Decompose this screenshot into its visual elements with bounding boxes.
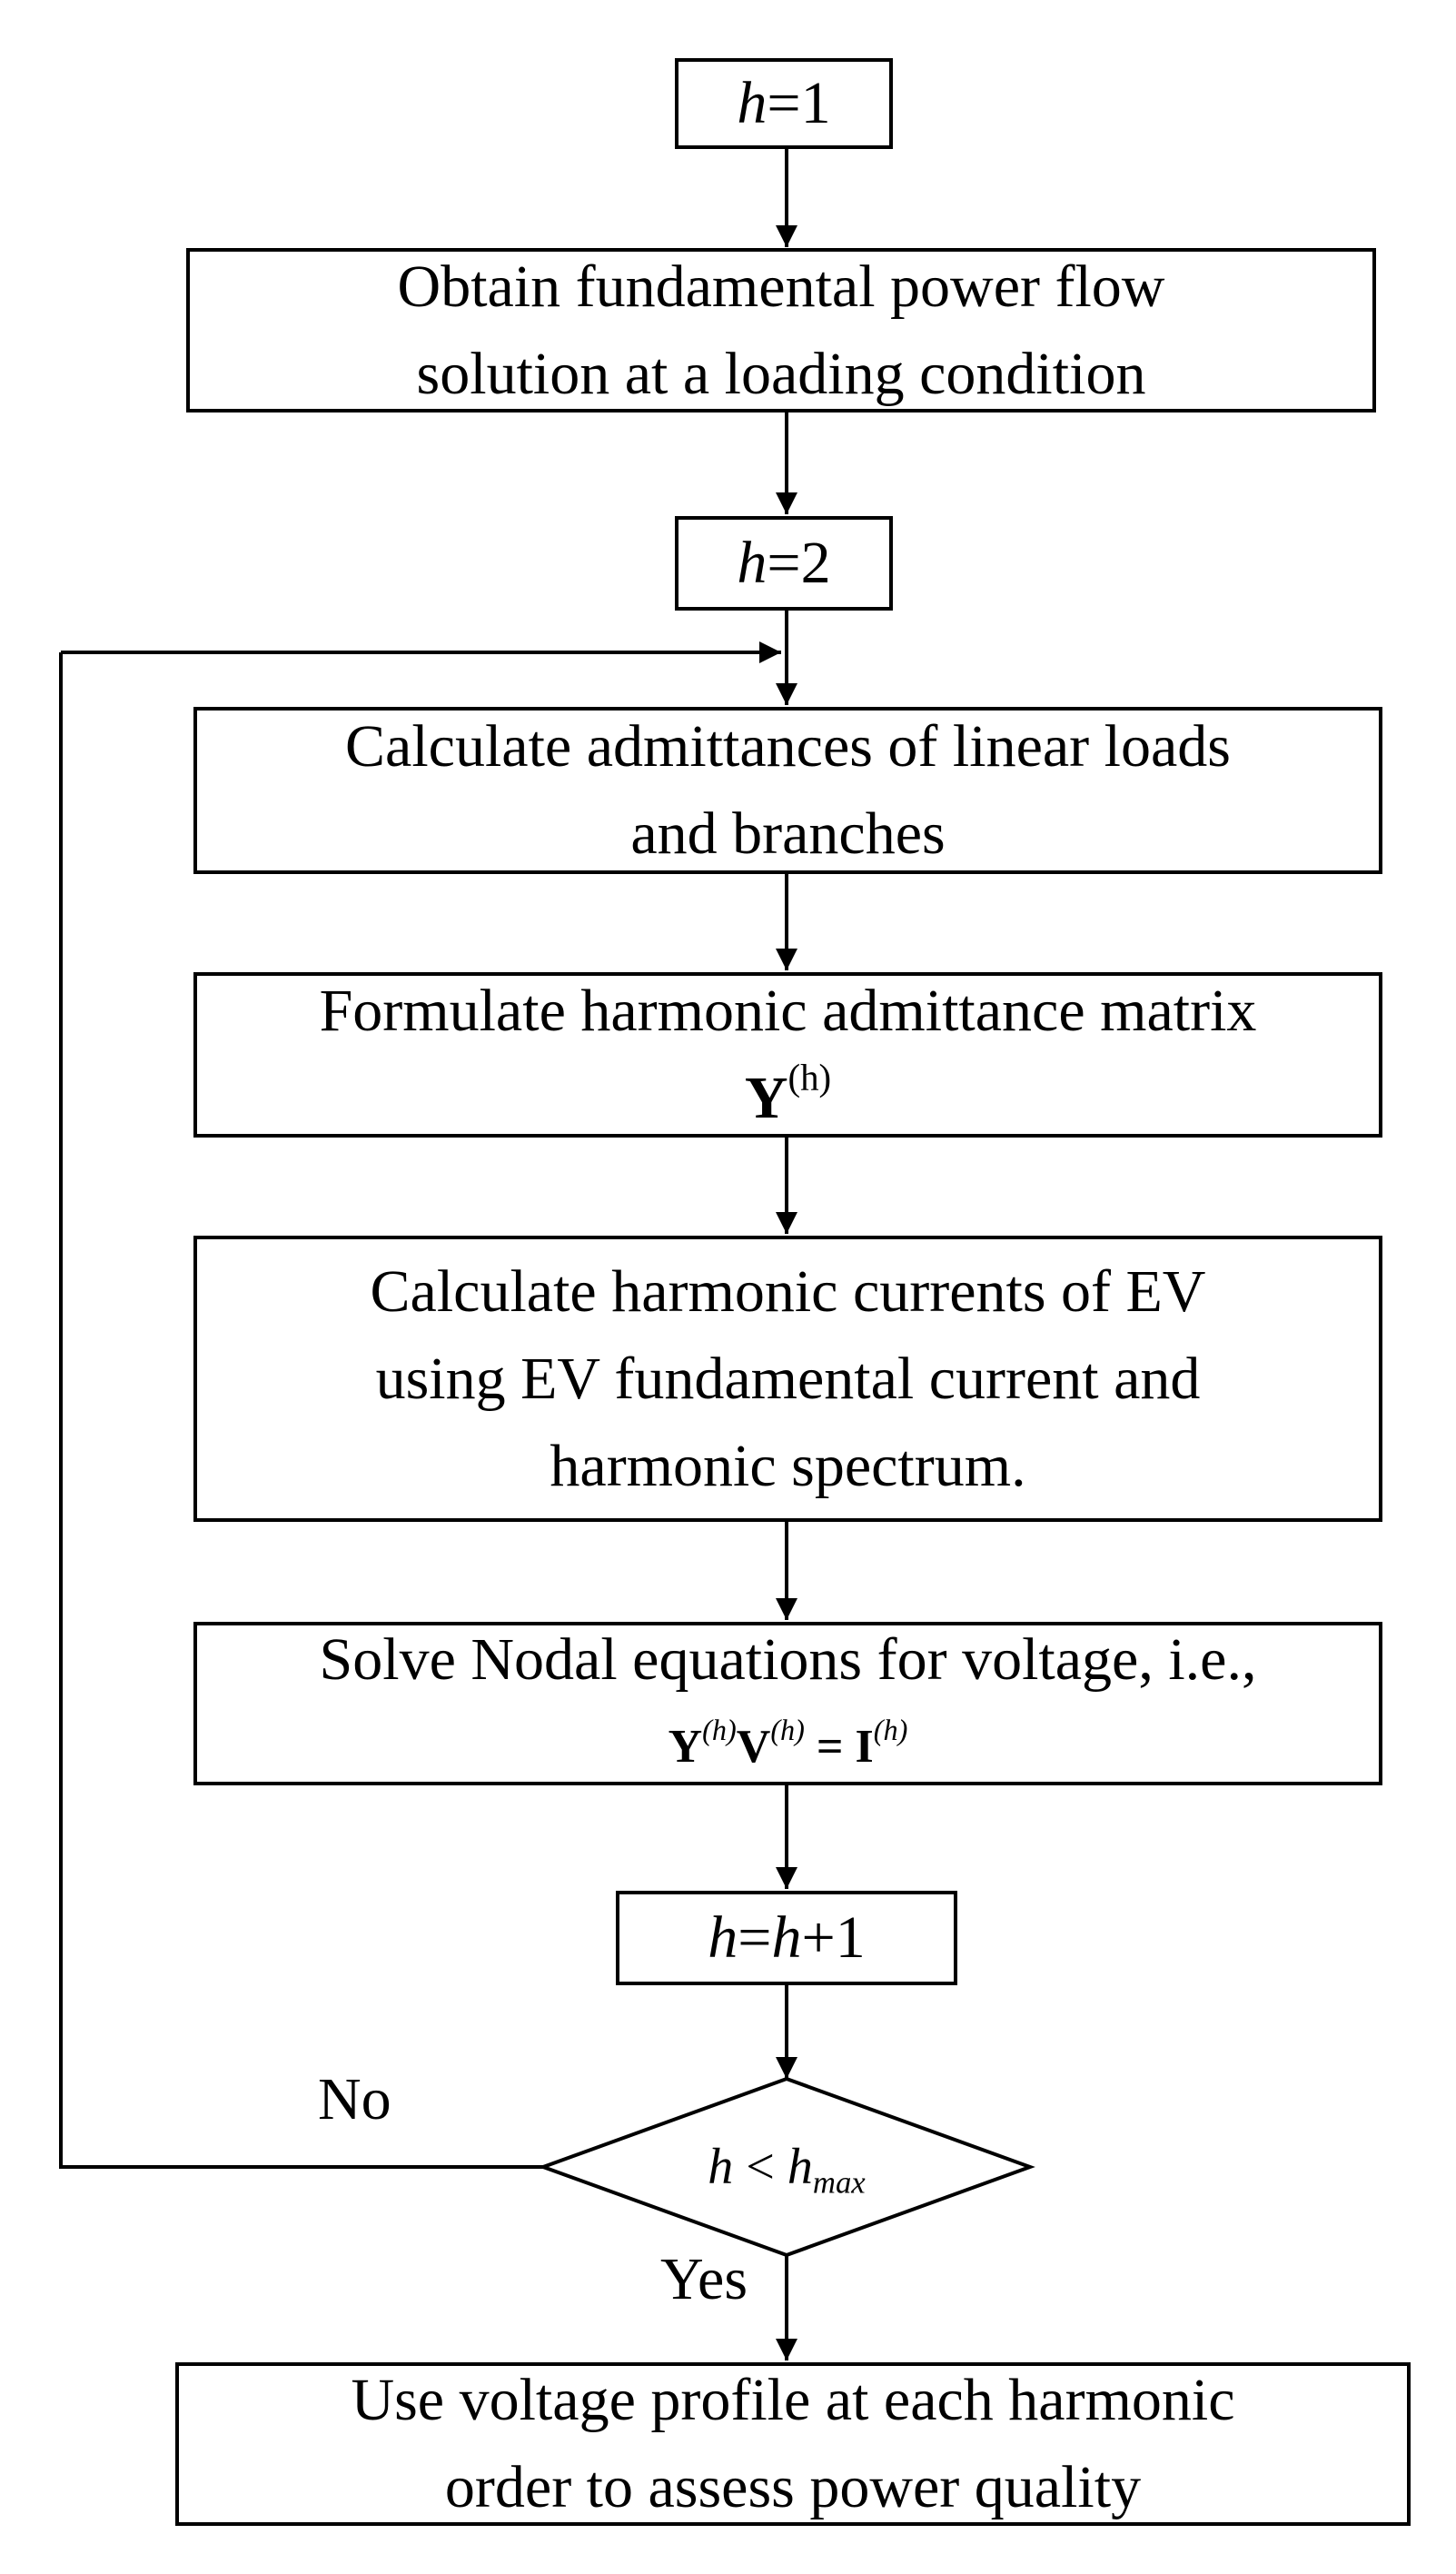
decision-diamond [538,2076,1035,2258]
power-flow-box: Obtain fundamental power flow solution a… [186,248,1376,412]
increment-h-box: h=h+1 [616,1891,957,1985]
h-variable-2: h [771,1904,802,1971]
eq-Y-sup: (h) [702,1713,737,1746]
solve-line1: Solve Nodal equations for voltage, i.e., [319,1626,1257,1693]
assess-line1: Use voltage profile at each harmonic [351,2367,1235,2433]
eq-V-sup: (h) [770,1713,805,1746]
increment-equals: = [738,1904,772,1971]
harmonic-currents-box: Calculate harmonic currents of EV using … [193,1236,1382,1522]
admittances-line1: Calculate admittances of linear loads [345,713,1231,780]
currents-line1: Calculate harmonic currents of EV [370,1257,1206,1325]
admittance-matrix-box: Formulate harmonic admittance matrix Y(h… [193,972,1382,1138]
decision-condition: h < hmax [605,2139,968,2198]
solve-equation: Y(h)V(h) = I(h) [669,1704,908,1791]
eq-equals: = [804,1721,856,1773]
no-label: No [318,2066,391,2132]
start-value: =2 [767,530,831,596]
start-harmonic-box: h=2 [675,516,893,611]
yes-label: Yes [660,2246,748,2312]
assess-quality-box: Use voltage profile at each harmonic ord… [175,2362,1411,2526]
max-subscript: max [812,2164,866,2201]
matrix-symbol: Y(h) [745,1055,831,1142]
eq-Y: Y [668,1721,703,1773]
init-h-box: h=1 [675,58,893,149]
eq-V: V [736,1721,771,1773]
h-variable: h [708,2139,734,2195]
matrix-Y: Y [744,1065,788,1131]
power-flow-line2: solution at a loading condition [416,340,1146,407]
matrix-superscript: (h) [787,1057,832,1098]
assess-line2: order to assess power quality [444,2454,1142,2520]
init-value: =1 [767,70,831,136]
less-than: < [733,2139,787,2195]
increment-plus-one: +1 [801,1904,866,1971]
h-variable: h [708,1904,738,1971]
h-variable: h [737,530,768,596]
currents-line2: using EV fundamental current and [375,1345,1201,1412]
loop-back-line [59,652,543,2169]
power-flow-line1: Obtain fundamental power flow [397,253,1165,320]
admittances-box: Calculate admittances of linear loads an… [193,707,1382,874]
eq-I: I [855,1721,874,1773]
eq-I-sup: (h) [873,1713,908,1746]
h-variable: h [737,70,768,136]
solve-nodal-box: Solve Nodal equations for voltage, i.e.,… [193,1622,1382,1785]
admittances-line2: and branches [630,800,946,867]
matrix-line1: Formulate harmonic admittance matrix [319,978,1257,1044]
currents-line3: harmonic spectrum. [550,1432,1026,1499]
h-variable-2: h [787,2139,813,2195]
